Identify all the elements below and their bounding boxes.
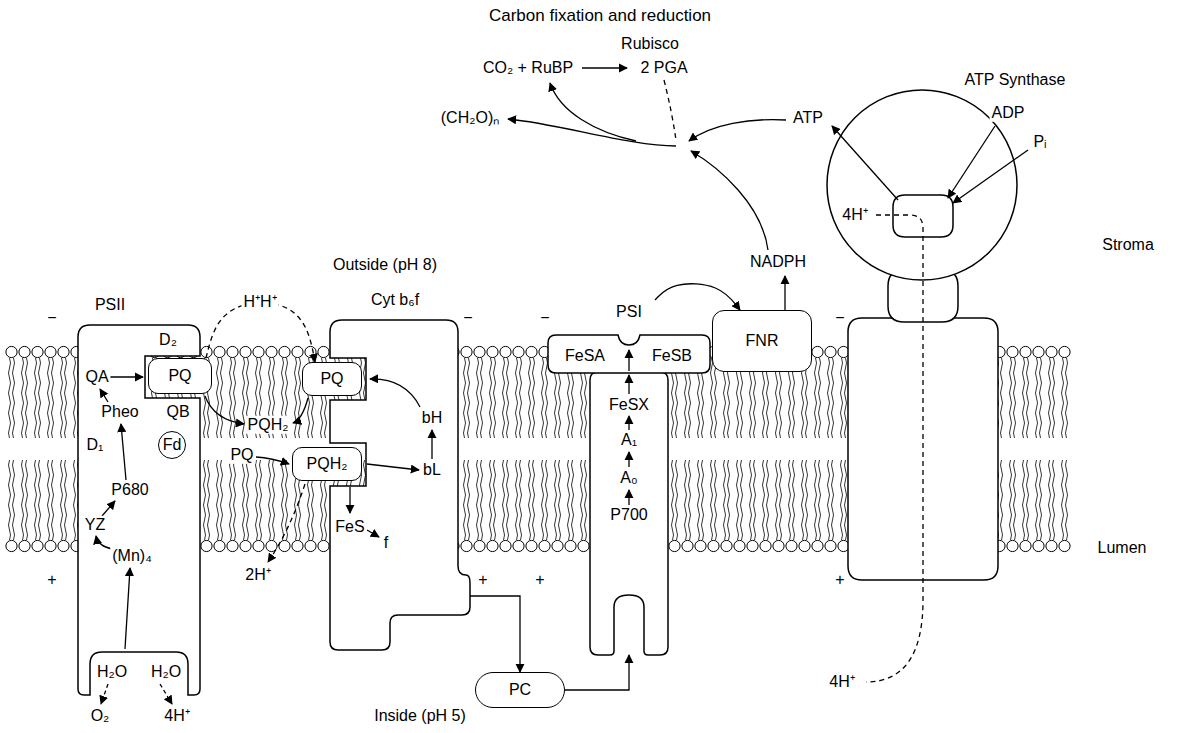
proton-label: 2H⁺ (243, 566, 272, 584)
charge-sign: − (538, 309, 551, 327)
energy-label: NADPH (748, 253, 808, 271)
transfer-arrow (367, 464, 419, 470)
fnr-output-arrow (784, 276, 785, 310)
node-text: PQ (168, 367, 191, 385)
substrate-label: Pᵢ (1031, 133, 1048, 151)
transfer-arrow (431, 430, 432, 459)
plastoquinone-box: PQ (148, 358, 212, 394)
enzyme-name: Rubisco (619, 35, 681, 53)
molecule-label: H₂O (149, 663, 183, 681)
transfer-connector (565, 655, 629, 690)
transfer-connector (206, 303, 315, 362)
pq-reduction-arrow (205, 396, 244, 424)
atp-supply-arrow (689, 120, 786, 141)
iron-sulfur-cap: FeSA FeSB (548, 335, 710, 373)
transfer-connector (655, 284, 740, 310)
node-text: FNR (746, 332, 779, 350)
proton-release-arrow (160, 684, 172, 704)
molecule-label: PQH₂ (246, 416, 291, 434)
region-label: Lumen (1096, 539, 1149, 557)
transfer-arrow (96, 536, 112, 549)
protein-shape (78, 325, 200, 695)
energy-label: ATP (791, 109, 825, 127)
plastoquinol-box: PQH₂ (292, 447, 362, 481)
transfer-arrow (628, 490, 629, 505)
cycle-dashed-line (664, 80, 676, 140)
transfer-arrow (628, 375, 629, 394)
plastocyanin-box: PC (475, 672, 565, 708)
plastoquinone-box: PQ (302, 362, 362, 396)
transfer-arrow (125, 568, 130, 649)
reaction-text: CO₂ + RuBP (481, 59, 575, 77)
rubisco-arrow (582, 67, 627, 68)
transfer-arrow (953, 150, 1028, 203)
molecule-label: O₂ (89, 707, 112, 725)
molecule-label: H₂O (95, 663, 129, 681)
transfer-connector (470, 596, 520, 672)
protein-outline (826, 90, 1021, 580)
transfer-arrow (628, 350, 629, 371)
proton-path (866, 215, 923, 682)
transfer-arrow (110, 376, 143, 377)
node-text: PQ (320, 370, 343, 388)
charge-sign: − (45, 309, 58, 327)
transfer-arrow (367, 530, 379, 537)
transfer-arrow (948, 126, 995, 198)
protein-part (827, 90, 1017, 280)
region-label: Stroma (1100, 236, 1156, 254)
pq-reduction-arrow (293, 398, 308, 423)
section-title: Carbon fixation and reduction (487, 6, 713, 26)
node-heading: ATP Synthase (965, 71, 1066, 89)
proton-label: 4H⁺ (827, 673, 856, 691)
molecule-label: PQ (228, 446, 255, 464)
charge-sign: − (833, 309, 846, 327)
protein-shape (548, 335, 710, 373)
nadph-supply-arrow (691, 151, 768, 250)
transfer-arrow (100, 389, 108, 402)
charge-sign: + (45, 571, 58, 589)
charge-sign: − (461, 309, 474, 327)
node-heading: FeSA (565, 347, 605, 365)
node-text: Fd (163, 436, 182, 454)
node-heading: PSII (95, 296, 125, 314)
transfer-arrow (349, 487, 350, 513)
substrate-label: ADP (990, 104, 1027, 122)
node-heading: FeSB (652, 347, 692, 365)
compartment-label: Outside (pH 8) (331, 256, 439, 274)
sugar-arrow (508, 119, 676, 146)
charge-sign: + (476, 571, 489, 589)
proton-release-arrow (268, 484, 305, 562)
node-text: PQH₂ (307, 455, 348, 473)
node-text: PC (509, 681, 531, 699)
product-text: (CH₂O)ₙ (439, 109, 501, 127)
oxygen-release-arrow (101, 684, 108, 704)
transfer-arrow (121, 424, 126, 480)
node-heading: Cyt b₆f (371, 291, 419, 309)
ferredoxin-circle: Fd (158, 431, 186, 459)
protein-shape (590, 372, 668, 655)
charge-sign: + (533, 571, 546, 589)
regeneration-arrow (550, 83, 636, 141)
transfer-arrow (628, 452, 629, 467)
proton-label: H⁺H⁺ (241, 293, 278, 311)
transfer-arrow (628, 416, 629, 430)
transfer-arrow (832, 126, 898, 200)
atp-synthase: ATP Synthase (826, 90, 1021, 580)
transfer-arrow (370, 379, 420, 407)
fnr-box: FNR (712, 310, 812, 372)
compartment-label: Inside (pH 5) (372, 707, 468, 725)
product-text: 2 PGA (638, 59, 689, 77)
pq-binding-arrow (256, 457, 289, 464)
node-heading: PSI (616, 303, 642, 321)
proton-label: 4H⁺ (162, 707, 191, 725)
charge-sign: + (833, 571, 846, 589)
transfer-arrow (102, 501, 115, 516)
